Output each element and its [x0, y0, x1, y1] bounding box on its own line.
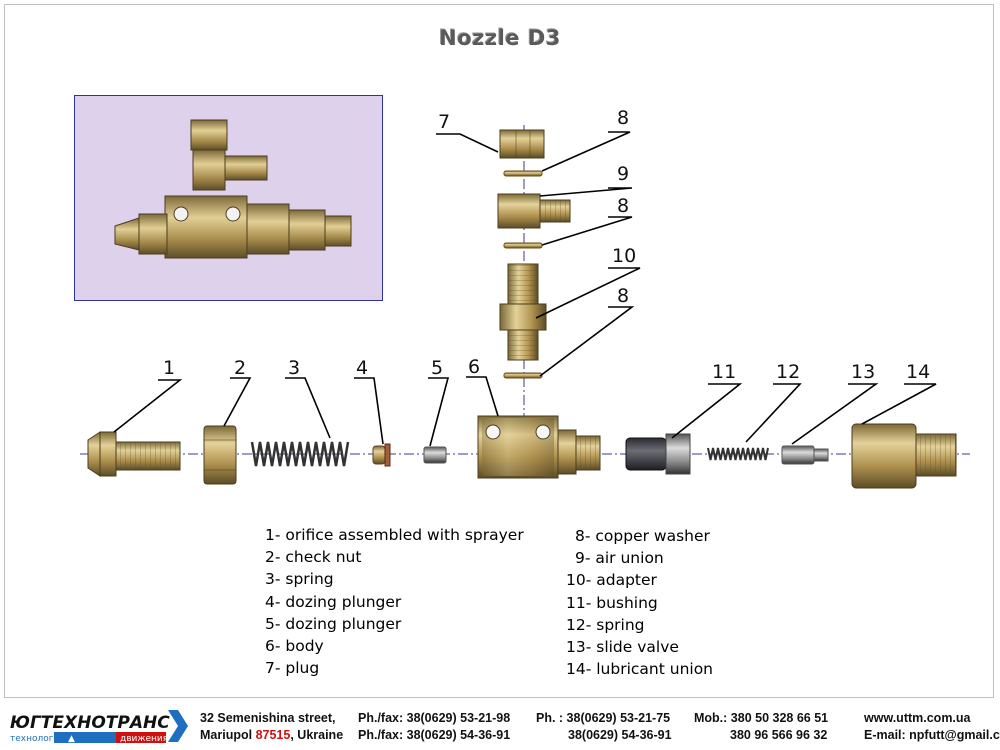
callout-7: 7	[438, 111, 450, 133]
logo-sub-left-text: технология	[10, 734, 65, 744]
legend-item: 5- dozing plunger	[265, 614, 402, 633]
callout-9: 9	[617, 163, 629, 185]
page-frame	[4, 4, 994, 698]
callout-6: 6	[468, 356, 480, 378]
phfax-2: Ph./fax: 38(0629) 54-36-91	[358, 728, 511, 742]
legend-item: 7- plug	[265, 659, 320, 678]
legend-right: 8- copper washer 9- air union 10- adapte…	[566, 525, 713, 680]
part-14-lubricant-union	[851, 423, 957, 489]
part-4-dozing-plunger	[372, 443, 391, 467]
part-8-washer-middle	[503, 242, 543, 249]
callout-2: 2	[234, 357, 246, 379]
callout-8-middle: 8	[617, 195, 629, 217]
website-link[interactable]: www.uttm.com.ua	[864, 711, 971, 725]
legend-item: 12- spring	[566, 615, 645, 634]
legend-item: 11- bushing	[566, 593, 658, 612]
logo-main-text: ЮГТЕХНОТРАНС	[10, 713, 170, 733]
part-6-body	[477, 415, 601, 479]
legend-item: 3- spring	[265, 570, 334, 589]
part-7-plug	[499, 129, 545, 159]
part-3-spring	[250, 441, 350, 467]
exploded-view-diagram: 1 2 3 4 5 6 7 8 8 8 9 10 11 12 13 14	[80, 107, 970, 489]
callout-14: 14	[906, 361, 930, 383]
part-9-air-union	[497, 193, 571, 229]
phfax-1: Ph./fax: 38(0629) 53-21-98	[358, 711, 511, 725]
legend-item: 1- orifice assembled with sprayer	[265, 526, 524, 544]
callout-1: 1	[163, 357, 175, 379]
footer-mobile: Mob.: 380 50 328 66 51 380 96 566 96 32	[694, 710, 828, 744]
legend-item: 14- lubricant union	[566, 660, 714, 679]
footer-web: www.uttm.com.ua E-mail: npfutt@gmail.com	[864, 710, 1000, 744]
assembled-nozzle-photo	[74, 95, 383, 301]
mobile-1: Mob.: 380 50 328 66 51	[694, 711, 829, 725]
legend-item: 4- dozing plunger	[265, 592, 402, 611]
legend-item: 8- copper washer	[575, 527, 710, 545]
footer-phone: Ph. : 38(0629) 53-21-75 38(0629) 54-36-9…	[536, 710, 672, 744]
phone-1: Ph. : 38(0629) 53-21-75	[536, 711, 671, 725]
legend-item: 10- adapter	[566, 571, 657, 590]
part-8-washer-bottom	[503, 372, 543, 379]
callout-11: 11	[712, 361, 736, 383]
part-13-slide-valve	[781, 445, 829, 465]
mobile-2: 380 96 566 96 32	[730, 728, 828, 742]
part-12-spring	[707, 447, 769, 461]
footer-address: 32 Semenishina street, Mariupol 87515, U…	[200, 710, 343, 744]
company-logo: ЮГТЕХНОТРАНС технология движения ▲	[10, 710, 188, 744]
footer: ЮГТЕХНОТРАНС технология движения ▲ 32 Se…	[0, 700, 1000, 750]
callout-13: 13	[851, 361, 875, 383]
part-1-orifice	[87, 431, 181, 477]
callout-3: 3	[288, 357, 300, 379]
callout-numbers: 1 2 3 4 5 6 7 8 8 8 9 10 11 12 13 14	[163, 107, 930, 383]
svg-text:▲: ▲	[68, 734, 75, 744]
logo-sub-right-text: движения	[120, 734, 168, 744]
address-country: , Ukraine	[290, 728, 344, 742]
assembled-nozzle-illustration	[114, 119, 352, 259]
legend-left: 1- orifice assembled with sprayer 2- che…	[265, 524, 524, 679]
legend-item: 6- body	[265, 637, 324, 656]
address-line1: 32 Semenishina street,	[200, 711, 336, 725]
part-2-check-nut	[203, 425, 237, 485]
legend-item: 2- check nut	[265, 548, 362, 567]
callout-10: 10	[612, 245, 636, 267]
footer-phfax: Ph./fax: 38(0629) 53-21-98 Ph./fax: 38(0…	[358, 710, 510, 744]
phone-2: 38(0629) 54-36-91	[568, 728, 672, 742]
leader-lines	[113, 131, 937, 447]
callout-4: 4	[356, 357, 368, 379]
part-11-bushing	[625, 433, 691, 475]
address-line2: Mariupol 87515, Ukraine	[200, 727, 343, 744]
legend-item: 13- slide valve	[566, 638, 679, 657]
callout-12: 12	[776, 361, 800, 383]
address-city: Mariupol	[200, 728, 253, 742]
callout-8-bottom: 8	[617, 285, 629, 307]
callout-5: 5	[431, 357, 443, 379]
part-8-washer-top	[503, 170, 543, 177]
callout-8-top: 8	[617, 107, 629, 129]
page-title: Nozzle D3	[439, 26, 561, 50]
part-10-adapter	[499, 263, 547, 361]
email-link[interactable]: E-mail: npfutt@gmail.com	[864, 728, 1000, 742]
legend-item: 9- air union	[575, 549, 664, 568]
part-5-dozing-plunger	[423, 446, 447, 464]
address-zip: 87515	[255, 728, 291, 742]
